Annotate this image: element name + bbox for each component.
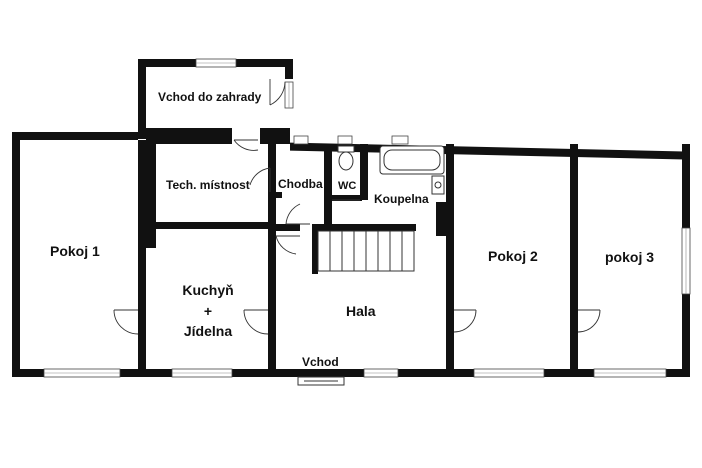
window-hala-bottom <box>363 368 399 378</box>
label-koupelna: Koupelna <box>374 192 429 206</box>
fixtures <box>337 145 445 195</box>
window-chodba-top <box>293 135 309 145</box>
window-pokoj1-bottom <box>43 368 121 378</box>
label-hala: Hala <box>346 303 376 319</box>
window-pokoj3-right <box>681 227 691 295</box>
door-tech <box>233 139 259 151</box>
window-garden-right <box>284 81 294 109</box>
door-chodba-hala <box>285 203 310 225</box>
label-tech-mistnost: Tech. místnost <box>166 178 250 192</box>
label-pokoj-3: pokoj 3 <box>605 249 654 265</box>
label-kuchyn-plus: + <box>204 303 212 319</box>
door-pokoj2 <box>453 309 477 333</box>
window-wc-top <box>337 135 353 145</box>
label-chodba: Chodba <box>278 177 323 191</box>
bathtub <box>379 145 445 175</box>
window-top-garden <box>195 58 237 68</box>
door-kuchyn <box>243 309 269 335</box>
door-garden <box>269 79 286 106</box>
doors <box>113 79 601 386</box>
window-pokoj3-bottom <box>593 368 667 378</box>
label-jidelna: Jídelna <box>184 323 232 339</box>
label-vchod: Vchod <box>302 355 339 369</box>
room-labels: Vchod do zahrady Tech. místnost Chodba W… <box>50 90 654 369</box>
door-pokoj1 <box>113 309 139 335</box>
label-pokoj-2: Pokoj 2 <box>488 248 538 264</box>
door-chodba-tech <box>249 167 271 192</box>
window-pokoj2-bottom <box>473 368 545 378</box>
label-wc: WC <box>338 180 356 192</box>
toilet <box>337 145 355 171</box>
label-pokoj-1: Pokoj 1 <box>50 243 100 259</box>
door-hala-left <box>275 235 300 255</box>
windows <box>43 58 691 378</box>
staircase <box>317 230 415 272</box>
label-kuchyn: Kuchyň <box>182 282 233 298</box>
window-koupelna-top <box>391 135 409 145</box>
door-entrance <box>297 376 345 386</box>
washbasin <box>431 175 445 195</box>
label-vchod-do-zahrady: Vchod do zahrady <box>158 90 262 104</box>
door-pokoj3 <box>577 309 601 333</box>
window-kuchyn-bottom <box>171 368 233 378</box>
